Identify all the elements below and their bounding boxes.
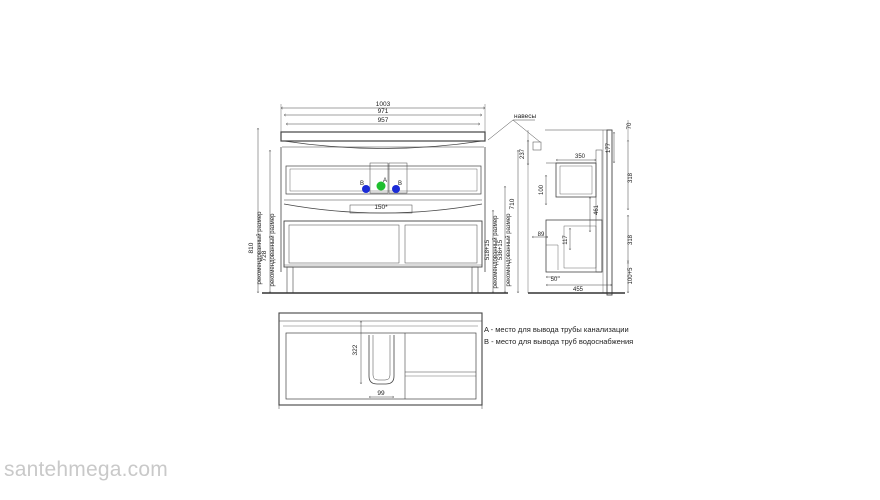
recommended-size-left: рекомендованный размер: [256, 211, 263, 285]
dim-inner-width: 957: [378, 117, 389, 124]
legend-line-b: B - место для вывода труб водоснабжения: [484, 337, 634, 346]
hinges-label: навесы: [514, 113, 536, 120]
dim-322: 322: [352, 344, 359, 355]
dim-89: 89: [538, 232, 545, 238]
dim-177: 177: [606, 142, 612, 153]
dim-318-bottom: 318: [628, 234, 634, 245]
recommended-size-right-2: рекомендованный размер: [505, 213, 512, 287]
dim-top-width: 971: [378, 108, 389, 115]
dim-350: 350: [575, 154, 586, 160]
dim-100-5: 100+5: [628, 267, 634, 285]
marker-label-a: A: [383, 178, 387, 184]
recommended-size-left-2: рекомендованный размер: [269, 213, 276, 287]
dim-total-height: 810: [248, 242, 255, 253]
dim-70: 70: [627, 122, 633, 129]
marker-label-b-right: B: [398, 181, 402, 187]
dim-117: 117: [563, 235, 569, 245]
dim-318-top: 318: [628, 172, 634, 183]
watermark: santehmega.com: [4, 458, 168, 481]
dim-99: 99: [377, 390, 385, 397]
water-supply-marker-right: [392, 185, 400, 193]
front-view: [258, 104, 518, 294]
plan-view: [278, 312, 483, 409]
water-supply-marker-left: [362, 185, 370, 193]
dim-50: 50: [551, 277, 558, 283]
dim-100: 100: [539, 184, 545, 195]
dim-height-710: 710: [509, 198, 516, 209]
legend-line-a: A - место для вывода трубы канализации: [484, 325, 629, 334]
hinges-leader: [487, 119, 541, 143]
dim-height-728: 728: [261, 250, 268, 261]
dim-overall-width: 1003: [376, 101, 391, 108]
side-view: [528, 120, 628, 296]
dim-height-518: 518+15: [485, 239, 491, 260]
dim-237: 237: [520, 148, 526, 159]
marker-label-b-left: B: [360, 181, 364, 187]
dim-height-536: 536+15: [498, 239, 504, 260]
dim-pipe-spacing: 150*: [374, 204, 388, 211]
dim-455: 455: [573, 287, 584, 293]
drain-marker: [376, 181, 386, 191]
dim-461: 461: [594, 204, 600, 215]
recommended-size-right: рекомендованный размер: [492, 215, 499, 289]
